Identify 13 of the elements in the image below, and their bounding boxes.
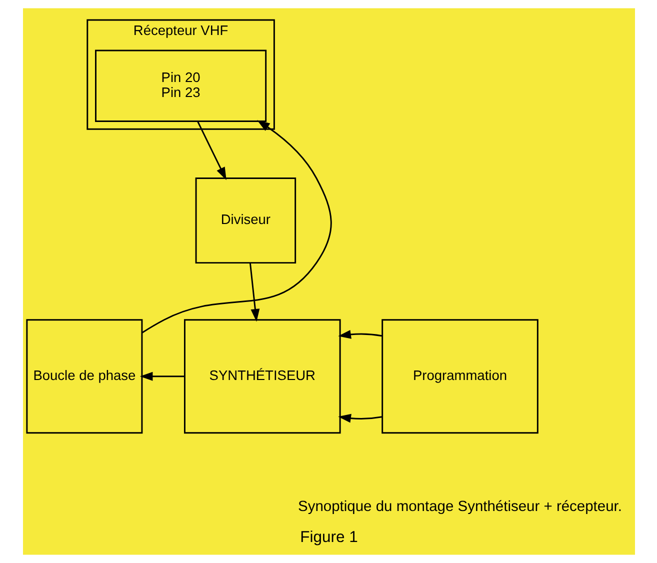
arrow	[196, 121, 226, 180]
arrow	[139, 372, 184, 381]
label: Synoptique du montage Synthétiseur + récepteur.	[298, 499, 622, 516]
node-box: Pin 20 Pin 23	[94, 50, 266, 122]
arrow	[338, 414, 382, 423]
node-box: Diviseur	[194, 178, 296, 264]
arrow	[338, 330, 382, 339]
caption: Figure 1	[300, 528, 358, 546]
node-box: Boucle de phase	[26, 319, 142, 434]
node-box: SYNTHÉTISEUR	[183, 319, 340, 434]
node-box: Programmation	[381, 319, 538, 434]
arrow	[141, 120, 332, 334]
arrow	[248, 263, 260, 322]
